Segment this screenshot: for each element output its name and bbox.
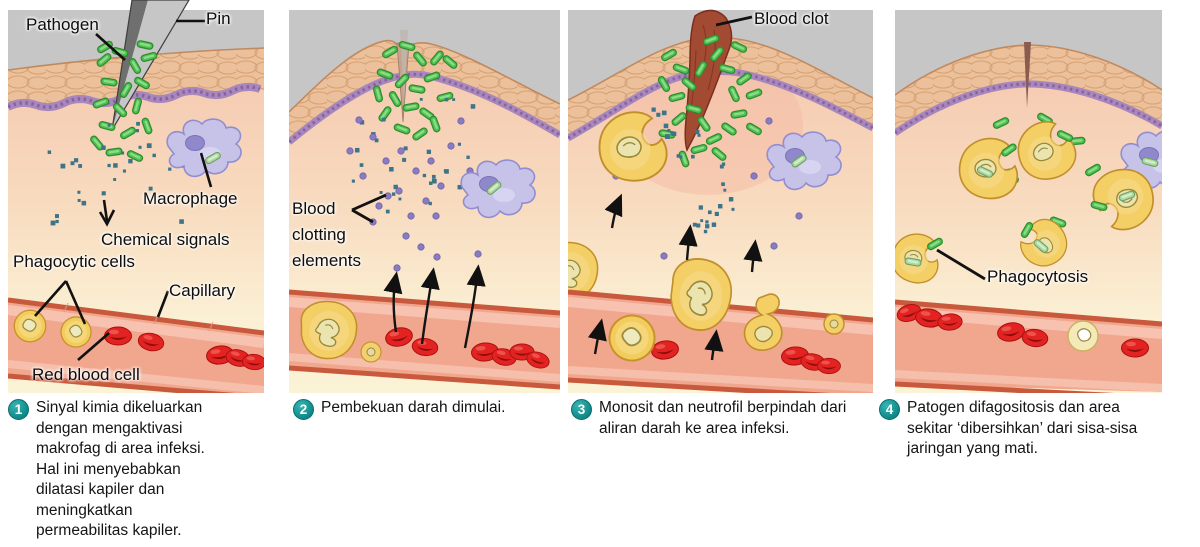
capillary-vessel <box>895 299 1162 393</box>
pathogen-label: Pathogen <box>26 15 99 34</box>
step-4-badge: 4 <box>879 399 900 420</box>
step-3-caption: 3 Monosit dan neutrofil berpindah dari a… <box>571 398 851 439</box>
chemical-signal-dots <box>665 129 735 234</box>
red-blood-cell <box>104 326 132 346</box>
step-2-text: Pembekuan darah dimulai. <box>321 399 506 416</box>
panel-3-illustration <box>568 9 873 393</box>
white-blood-cell <box>1067 320 1099 352</box>
basement-membrane <box>289 70 560 145</box>
macrophage-label: Macrophage <box>143 189 238 208</box>
capillary-label: Capillary <box>169 281 236 300</box>
leader-lines <box>351 193 387 224</box>
phagocytic-cells-label: Phagocytic cells <box>13 252 135 271</box>
panel-2-illustration <box>289 10 560 393</box>
leader-lines <box>34 19 213 361</box>
pin-shape <box>111 0 190 131</box>
budding-cell <box>823 313 845 335</box>
panel-1-illustration <box>8 0 264 393</box>
capillary-vessel <box>289 289 560 390</box>
blood-clot-label: Blood clot <box>754 9 829 28</box>
panel-4-illustration <box>895 10 1162 393</box>
step-1-text: Sinyal kimia dikeluarkan dengan mengakti… <box>36 399 205 539</box>
step-4-caption: 4 Patogen difagositosis dan area sekitar… <box>879 398 1167 460</box>
chemical-signals-label: Chemical signals <box>101 230 230 249</box>
blood-clotting-elements-label: Blood clotting elements <box>292 199 361 270</box>
chemical-signal-dots <box>351 97 476 214</box>
squeezing-cell <box>743 293 783 351</box>
leader-lines <box>715 15 753 27</box>
step-1-badge: 1 <box>8 399 29 420</box>
phagocytosis-label: Phagocytosis <box>987 267 1089 286</box>
diapedesis-arrows <box>383 264 486 349</box>
capillary-vessel <box>8 297 264 393</box>
basement-membrane <box>8 82 262 112</box>
migration-arrows <box>587 193 763 361</box>
red-blood-cell-label: Red blood cell <box>32 365 140 384</box>
step-3-text: Monosit dan neutrofil berpindah dari ali… <box>599 399 847 437</box>
healing-scar <box>1024 42 1031 108</box>
white-blood-cell <box>300 300 358 360</box>
step-2-badge: 2 <box>293 399 314 420</box>
step-4-text: Patogen difagositosis dan area sekitar ‘… <box>907 399 1138 457</box>
step-2-caption: 2 Pembekuan darah dimulai. <box>293 398 556 420</box>
leader-lines <box>936 248 986 281</box>
step-1-caption: 1 Sinyal kimia dikeluarkan dengan mengak… <box>8 398 228 542</box>
step-3-badge: 3 <box>571 399 592 420</box>
pin-label: Pin <box>206 9 231 28</box>
